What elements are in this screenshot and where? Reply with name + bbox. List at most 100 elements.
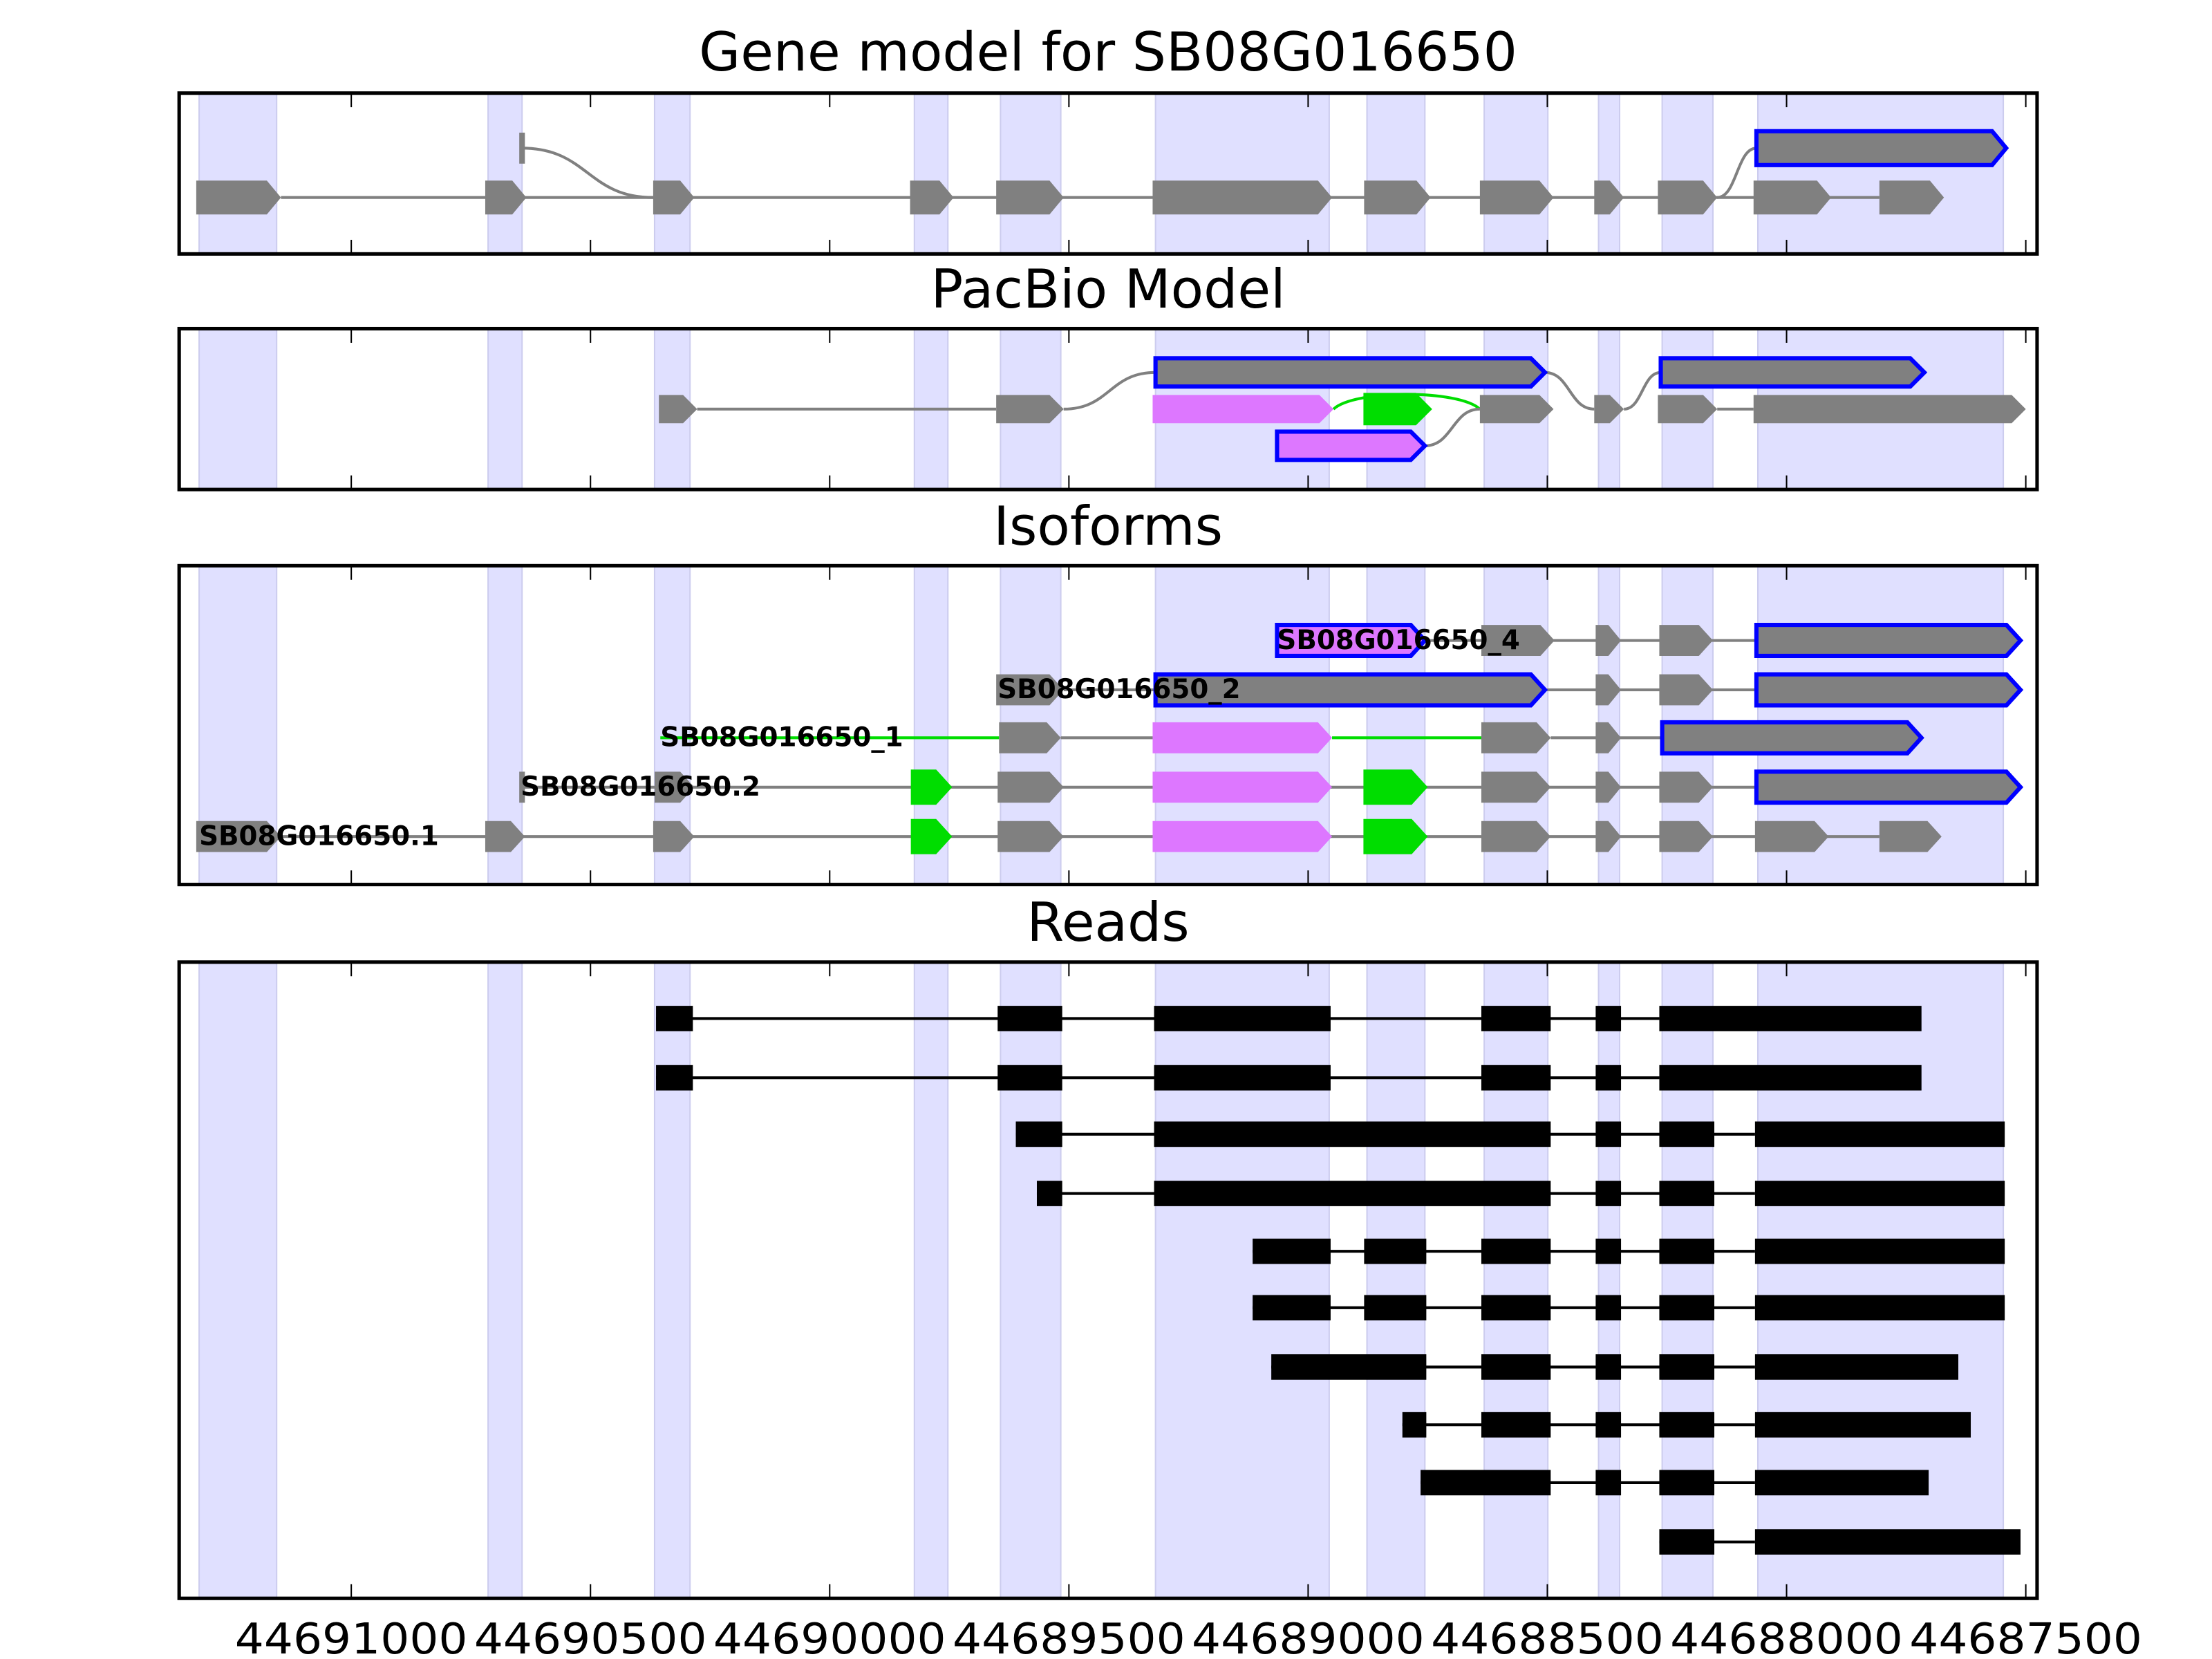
read-7: [1271, 1354, 1959, 1380]
panel-3: IsoformsSB08G016650_4SB08G016650_2SB08G0…: [177, 496, 2039, 887]
read-block: [1036, 1181, 1062, 1206]
exon-region-shade: [198, 961, 278, 1600]
read-block: [1364, 1238, 1427, 1264]
panel-frame: [177, 326, 2039, 491]
exon-region-shade: [1483, 92, 1549, 255]
exon-gray-32: [1595, 821, 1622, 852]
exon-gray-6: [1364, 180, 1431, 215]
read-block: [1659, 1006, 1922, 1031]
exon-region-shade: [1661, 92, 1714, 255]
exon-gray-10: [999, 722, 1061, 753]
read-block: [1754, 1470, 1929, 1496]
read-block: [1481, 1412, 1551, 1438]
exon-gray-2: [1595, 625, 1622, 656]
exon-gray-21: [1595, 771, 1622, 803]
intron-connector: [1623, 371, 1661, 411]
exon-region-shade: [1000, 92, 1062, 255]
exon-gray-8: [1659, 674, 1713, 706]
panel-4: Reads: [177, 892, 2039, 1600]
exon-gray-9: [1753, 395, 2026, 424]
exon-blue-7: [1658, 356, 1928, 389]
read-block: [1595, 1238, 1622, 1264]
exon-gray-31: [1481, 821, 1551, 852]
exon-pink-3: [1152, 395, 1334, 424]
panel-title: Gene model for SB08G016650: [699, 21, 1517, 84]
exon-region-shade: [487, 961, 523, 1600]
exon-gray-5: [996, 674, 1064, 706]
read-block: [1154, 1181, 1551, 1206]
exon-gray-25: [485, 821, 525, 852]
panel-frame: [177, 960, 2039, 1600]
read-block: [1481, 1006, 1551, 1031]
read-block: [1421, 1470, 1551, 1496]
read-block: [1659, 1470, 1715, 1496]
isoform-label: SB08G016650_1: [660, 722, 903, 753]
read-3: [1015, 1121, 2005, 1147]
read-block: [997, 1006, 1062, 1031]
read-block: [1595, 1181, 1622, 1206]
read-block: [1595, 1121, 1622, 1147]
exon-region-shade: [1597, 961, 1621, 1600]
exon-gray-10: [1753, 180, 1831, 215]
read-8: [1402, 1412, 1971, 1438]
x-tick-label: 44689500: [953, 1615, 1185, 1659]
panel-frame: [177, 563, 2039, 887]
read-block: [1481, 1354, 1551, 1380]
read-block: [1154, 1065, 1331, 1091]
exon-pink-29: [1152, 821, 1333, 852]
exon-pinkblue-10: [1275, 429, 1428, 462]
exon-region-shade: [198, 92, 278, 255]
exon-gray-6: [1594, 395, 1624, 424]
exon-gray-2: [653, 180, 695, 215]
exon-region-shade: [487, 328, 523, 491]
read-block: [1402, 1412, 1427, 1438]
intron-connector: [1063, 371, 1156, 411]
intron-connector: [1425, 407, 1481, 447]
exon-green-27: [910, 818, 953, 854]
exon-gray-13: [1595, 722, 1622, 753]
read-block: [1754, 1295, 2005, 1321]
exon-region-shade: [1756, 961, 2005, 1600]
exon-region-shade: [1366, 92, 1426, 255]
read-block: [656, 1006, 693, 1031]
read-block: [1659, 1412, 1715, 1438]
read-block: [997, 1065, 1062, 1091]
read-block: [1659, 1529, 1715, 1555]
isoform-label: SB08G016650_2: [997, 674, 1240, 705]
read-block: [1595, 1354, 1622, 1380]
read-block: [1659, 1121, 1715, 1147]
read-block: [1595, 1470, 1622, 1496]
isoform-label: SB08G016650.1: [199, 821, 439, 852]
intron-connector: [1544, 371, 1595, 411]
read-block: [1659, 1065, 1922, 1091]
read-6: [1253, 1295, 2005, 1321]
x-tick-label: 44691000: [235, 1615, 468, 1659]
exon-gray-3: [1659, 625, 1713, 656]
panel-1: Gene model for SB08G016650: [177, 21, 2039, 256]
x-tick-label: 44687500: [1909, 1615, 2142, 1659]
exon-region-shade: [653, 961, 691, 1600]
panel-title: Isoforms: [993, 496, 1223, 558]
exon-gray-9: [1658, 180, 1718, 215]
exon-gray-15: [654, 771, 695, 803]
exon-blue-14: [1660, 720, 1924, 756]
exon-green-16: [910, 769, 953, 805]
isoform-label: SB08G016650_4: [1277, 625, 1519, 656]
read-block: [1595, 1295, 1622, 1321]
exon-blue-6: [1153, 672, 1548, 708]
read-block: [1659, 1181, 1715, 1206]
read-5: [1253, 1238, 2005, 1264]
exon-gray-0: [659, 395, 697, 424]
read-block: [1595, 1065, 1622, 1091]
read-block: [1253, 1238, 1331, 1264]
exon-gray-7: [1479, 180, 1554, 215]
panel-2: PacBio Model: [177, 259, 2039, 491]
read-block: [1481, 1238, 1551, 1264]
exon-region-shade: [1661, 961, 1714, 1600]
read-10: [1659, 1529, 2021, 1555]
exon-gray-3: [910, 180, 954, 215]
read-block: [656, 1065, 693, 1091]
exon-green-4: [1363, 393, 1432, 426]
read-block: [1754, 1121, 2005, 1147]
